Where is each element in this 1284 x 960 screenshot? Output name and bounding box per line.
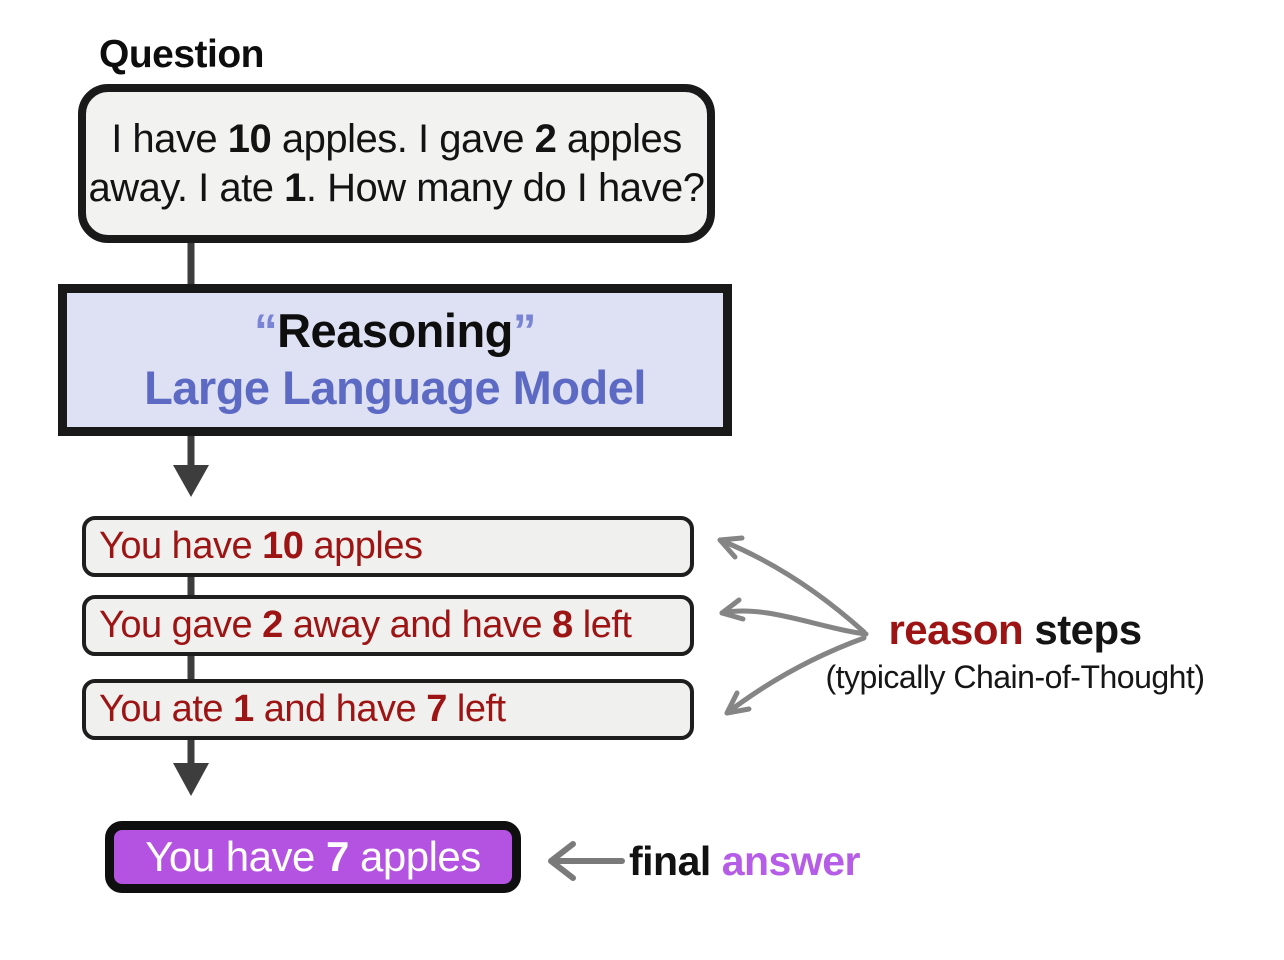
- llm-box-title: “Reasoning”: [254, 303, 536, 359]
- open-quote: “: [254, 304, 278, 357]
- arrow-left-final-answer-icon: [548, 841, 625, 881]
- question-text-line1: I have 10 apples. I gave 2 apples: [111, 116, 682, 161]
- reason-step-box-3: You ate 1 and have 7 left: [82, 679, 694, 740]
- reason-step-box-1: You have 10 apples: [82, 516, 694, 577]
- reason-step-box-2: You gave 2 away and have 8 left: [82, 595, 694, 656]
- reason-steps-label: reason steps: [790, 606, 1240, 654]
- reasoning-llm-box: “Reasoning” Large Language Model: [58, 284, 732, 436]
- final-answer-box: You have 7 apples: [105, 821, 521, 893]
- final-answer-label-purple: answer: [710, 838, 861, 884]
- chain-of-thought-note: (typically Chain-of-Thought): [825, 659, 1205, 695]
- llm-title-word: Reasoning: [277, 304, 513, 357]
- arrow-down-llm-to-steps-icon: [173, 432, 209, 497]
- llm-box-subtitle: Large Language Model: [144, 361, 646, 414]
- question-label: Question: [99, 33, 265, 76]
- reason-steps-label-black: steps: [1023, 606, 1142, 653]
- question-box: I have 10 apples. I gave 2 apples away. …: [78, 84, 715, 243]
- final-answer-label: final answer: [629, 838, 861, 885]
- question-text-line2: away. I ate 1. How many do I have?: [88, 165, 705, 210]
- close-quote: ”: [512, 304, 537, 357]
- arrow-down-steps-to-answer-icon: [173, 735, 209, 796]
- reason-steps-label-red: reason: [888, 606, 1024, 653]
- final-answer-label-black: final: [629, 838, 711, 884]
